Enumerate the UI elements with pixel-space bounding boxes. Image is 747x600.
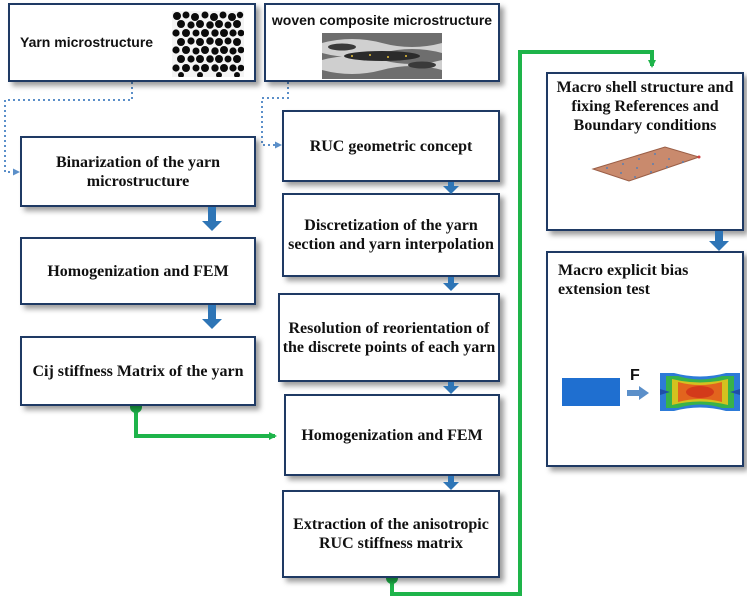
macro-shell-plate-image — [591, 146, 701, 182]
resolution-label: Resolution of reorientation of the discr… — [282, 319, 496, 356]
deformed-specimen-image — [660, 373, 740, 411]
undeformed-specimen — [562, 378, 620, 406]
resolution-box: Resolution of reorientation of the discr… — [278, 293, 500, 382]
cij-matrix-label: Cij stiffness Matrix of the yarn — [32, 362, 244, 380]
homogenization-fem-middle-box: Homogenization and FEM — [284, 394, 500, 476]
woven-microstructure-box: woven composite microstructure — [264, 3, 500, 82]
yarn-microstructure-box: Yarn microstructure — [8, 3, 256, 82]
arrow-down-icon — [443, 277, 459, 291]
yarn-microstructure-label: Yarn microstructure — [20, 34, 154, 50]
arrow-down-icon — [202, 305, 222, 329]
woven-microstructure-image — [322, 33, 442, 79]
macro-explicit-box: Macro explicit bias extension test — [546, 251, 744, 467]
ruc-concept-box: RUC geometric concept — [282, 110, 500, 182]
green-link-cij-to-homogenization — [134, 407, 277, 440]
yarn-microstructure-image — [172, 11, 244, 77]
extraction-label: Extraction of the anisotropic RUC stiffn… — [293, 516, 489, 552]
arrow-down-icon — [709, 231, 729, 251]
cij-matrix-box: Cij stiffness Matrix of the yarn — [20, 336, 256, 406]
homogenization-fem-middle-label: Homogenization and FEM — [301, 426, 483, 444]
woven-microstructure-label: woven composite microstructure — [271, 12, 493, 28]
homogenization-fem-left-label: Homogenization and FEM — [47, 262, 229, 280]
force-label: F — [630, 367, 640, 384]
arrow-down-icon — [202, 207, 222, 231]
homogenization-fem-left-box: Homogenization and FEM — [20, 237, 256, 305]
macro-shell-label: Macro shell structure and fixing Referen… — [556, 79, 734, 134]
discretization-label: Discretization of the yarn section and y… — [288, 217, 494, 253]
macro-explicit-label: Macro explicit bias extension test — [558, 262, 689, 298]
force-arrow-icon — [627, 386, 649, 400]
arrow-down-icon — [443, 382, 459, 394]
arrow-down-icon — [443, 476, 459, 490]
binarization-box: Binarization of the yarn microstructure — [20, 136, 256, 207]
extraction-box: Extraction of the anisotropic RUC stiffn… — [282, 490, 500, 578]
discretization-box: Discretization of the yarn section and y… — [282, 193, 500, 277]
macro-shell-box: Macro shell structure and fixing Referen… — [546, 72, 744, 231]
ruc-concept-label: RUC geometric concept — [309, 137, 473, 155]
binarization-label: Binarization of the yarn microstructure — [56, 153, 220, 190]
